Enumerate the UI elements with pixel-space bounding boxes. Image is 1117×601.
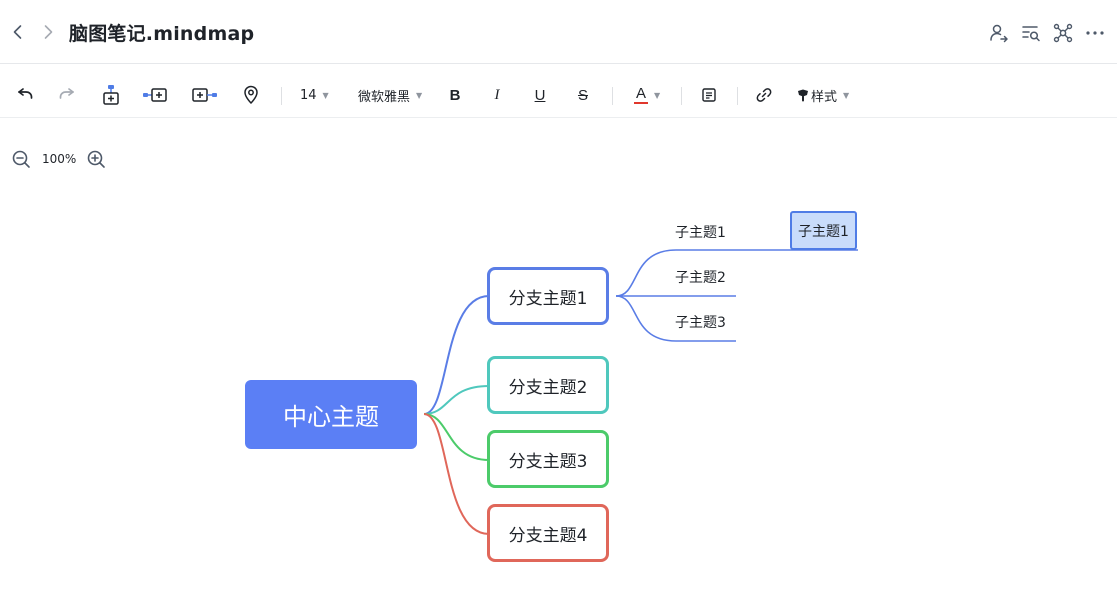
italic-button[interactable]: I bbox=[494, 86, 500, 103]
link-center-branch3 bbox=[423, 413, 490, 461]
undo-icon[interactable] bbox=[14, 84, 36, 106]
add-parent-icon[interactable] bbox=[191, 84, 219, 106]
chevron-down-icon: ▼ bbox=[322, 90, 329, 100]
font-family-select[interactable]: 微软雅黑 ▼ bbox=[358, 84, 422, 106]
style-brush-icon bbox=[798, 89, 808, 102]
style-label: 样式 bbox=[811, 89, 838, 105]
structure-icon[interactable] bbox=[1052, 22, 1074, 44]
subtopic-3[interactable]: 子主题3 bbox=[675, 315, 726, 331]
text-color-button[interactable]: A ▼ bbox=[634, 84, 660, 106]
share-user-icon[interactable] bbox=[988, 22, 1010, 44]
font-size-select[interactable]: 14 ▼ bbox=[300, 84, 329, 106]
bold-button[interactable]: B bbox=[449, 86, 461, 104]
note-icon[interactable] bbox=[700, 84, 718, 106]
branch-topic-2[interactable]: 分支主题2 bbox=[487, 356, 609, 414]
selected-subtopic[interactable]: 子主题1 bbox=[790, 211, 857, 250]
back-icon[interactable] bbox=[8, 22, 28, 42]
chevron-down-icon: ▼ bbox=[843, 90, 850, 100]
branch-topic-4[interactable]: 分支主题4 bbox=[487, 504, 609, 562]
branch-topic-3[interactable]: 分支主题3 bbox=[487, 430, 609, 488]
toolbar-divider bbox=[281, 87, 282, 105]
link-branch1-sub1 bbox=[615, 249, 858, 297]
toolbar-divider bbox=[612, 87, 613, 105]
link-icon[interactable] bbox=[755, 84, 773, 106]
add-sibling-icon[interactable] bbox=[142, 84, 168, 106]
style-select[interactable]: 样式 ▼ bbox=[796, 84, 849, 106]
link-center-branch1 bbox=[423, 295, 490, 415]
redo-icon[interactable] bbox=[56, 84, 78, 106]
chevron-down-icon: ▼ bbox=[654, 90, 661, 100]
toolbar-divider bbox=[737, 87, 738, 105]
title-bar: 脑图笔记.mindmap bbox=[0, 0, 1117, 64]
chevron-down-icon: ▼ bbox=[416, 90, 423, 100]
subtopic-1[interactable]: 子主题1 bbox=[675, 225, 726, 241]
outline-search-icon[interactable] bbox=[1020, 22, 1042, 44]
location-icon[interactable] bbox=[241, 84, 261, 106]
font-family-value: 微软雅黑 bbox=[358, 89, 411, 105]
more-icon[interactable] bbox=[1084, 22, 1106, 44]
forward-icon[interactable] bbox=[38, 22, 58, 42]
editor-toolbar: 14 ▼ 微软雅黑 ▼ B I U S A ▼ 样式 ▼ bbox=[0, 72, 1117, 118]
underline-button[interactable]: U bbox=[534, 86, 546, 104]
toolbar-divider bbox=[681, 87, 682, 105]
link-center-branch4 bbox=[423, 413, 490, 535]
branch-topic-1[interactable]: 分支主题1 bbox=[487, 267, 609, 325]
document-title: 脑图笔记.mindmap bbox=[69, 23, 255, 45]
add-child-icon[interactable] bbox=[100, 84, 122, 106]
font-size-value: 14 bbox=[300, 87, 317, 103]
link-center-branch2 bbox=[423, 385, 490, 415]
center-topic[interactable]: 中心主题 bbox=[245, 380, 417, 449]
subtopic-2[interactable]: 子主题2 bbox=[675, 270, 726, 286]
zoom-out-icon[interactable] bbox=[11, 149, 31, 169]
text-color-icon: A bbox=[634, 85, 649, 104]
zoom-level: 100% bbox=[42, 152, 77, 166]
zoom-in-icon[interactable] bbox=[86, 149, 106, 169]
strikethrough-button[interactable]: S bbox=[577, 86, 588, 104]
